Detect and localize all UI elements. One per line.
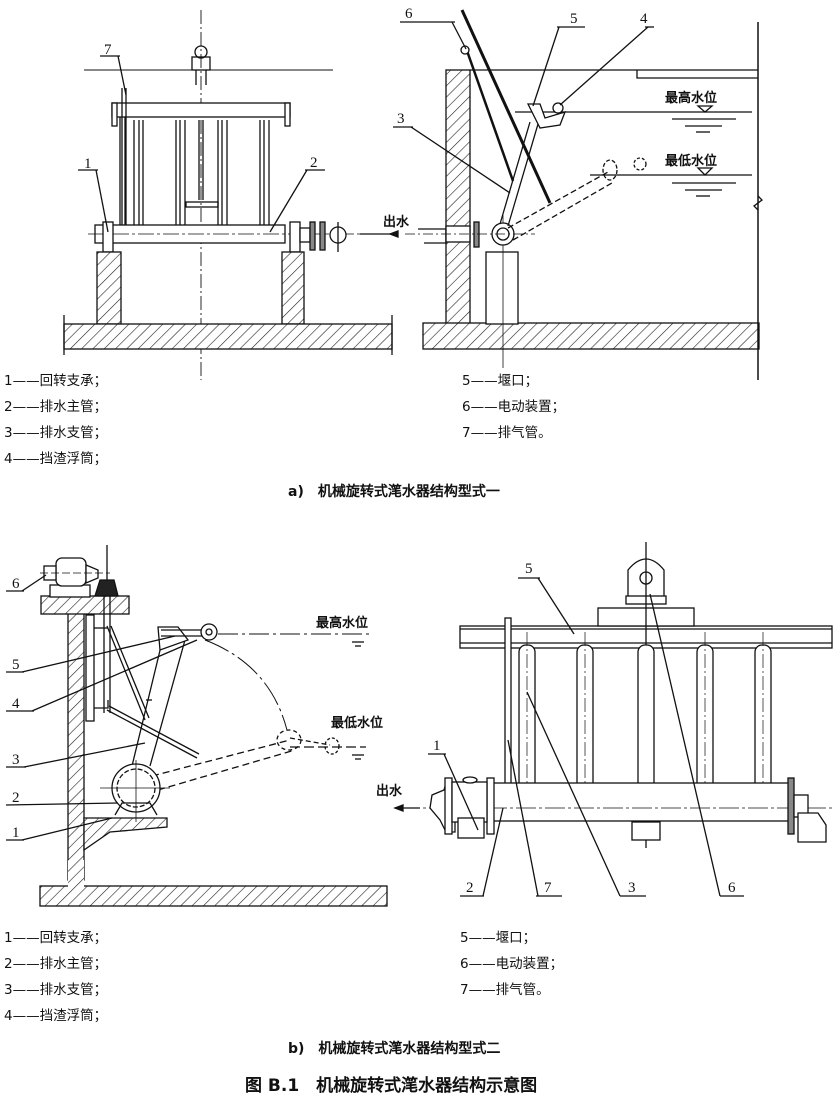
legend-a-left: 1——回转支承； 2——排水主管； 3——排水支管； 4——挡渣浮筒； xyxy=(4,368,107,472)
label-b-5: 5 xyxy=(12,657,20,673)
label-b-4: 4 xyxy=(12,696,20,712)
label-b-front-2: 2 xyxy=(466,880,474,896)
label-a-5: 5 xyxy=(570,11,578,27)
diagram-b-front-view xyxy=(400,542,833,897)
legend-b-right: 5——堰口； 6——电动装置； 7——排气管。 xyxy=(460,925,563,1003)
label-b-1: 1 xyxy=(12,825,20,841)
label-b-front-1: 1 xyxy=(433,738,441,754)
label-a-1: 1 xyxy=(84,156,92,172)
label-a-2: 2 xyxy=(310,155,318,171)
caption-a: a) 机械旋转式滗水器结构型式一 xyxy=(288,484,500,500)
label-a-6: 6 xyxy=(405,6,413,22)
label-b-front-6: 6 xyxy=(728,880,736,896)
legend-a-right: 5——堰口； 6——电动装置； 7——排气管。 xyxy=(462,368,565,446)
max-water-level-b: 最高水位 xyxy=(316,615,368,631)
label-b-6: 6 xyxy=(12,576,20,592)
max-water-level-a: 最高水位 xyxy=(665,90,717,106)
legend-a-item-5: 5——堰口； xyxy=(462,373,539,389)
legend-b-item-6: 6——电动装置； xyxy=(460,956,564,972)
legend-a-item-7: 7——排气管。 xyxy=(462,425,552,441)
legend-b-item-2: 2——排水主管； xyxy=(4,956,108,972)
legend-a-item-2: 2——排水主管； xyxy=(4,399,108,415)
figure-title: 图 B.1 机械旋转式滗水器结构示意图 xyxy=(245,1076,538,1096)
label-a-7: 7 xyxy=(104,42,112,58)
label-b-front-5: 5 xyxy=(525,561,533,577)
outflow-label-b: 出水 xyxy=(376,783,403,799)
legend-a-item-4: 4——挡渣浮筒； xyxy=(4,451,108,467)
legend-a-item-1: 1——回转支承； xyxy=(4,373,108,389)
label-b-2: 2 xyxy=(12,790,20,806)
legend-b-item-7: 7——排气管。 xyxy=(460,982,550,998)
label-b-3: 3 xyxy=(12,752,20,768)
legend-b-item-1: 1——回转支承； xyxy=(4,930,108,946)
legend-a-item-6: 6——电动装置； xyxy=(462,399,566,415)
caption-b: b) 机械旋转式滗水器结构型式二 xyxy=(288,1041,501,1057)
diagram-a-front-view xyxy=(63,10,399,380)
legend-b-item-5: 5——堰口； xyxy=(460,930,537,946)
label-a-3: 3 xyxy=(397,111,405,127)
diagram-a-side-view xyxy=(393,9,763,380)
outflow-label-a: 出水 xyxy=(383,214,410,230)
legend-b-item-3: 3——排水支管； xyxy=(4,982,108,998)
legend-b-left: 1——回转支承； 2——排水主管； 3——排水支管； 4——挡渣浮筒； xyxy=(4,925,107,1029)
legend-b-item-4: 4——挡渣浮筒； xyxy=(4,1008,108,1024)
label-a-4: 4 xyxy=(640,11,648,27)
label-b-front-7: 7 xyxy=(544,880,552,896)
diagram-b-side-view xyxy=(5,545,420,907)
legend-a-item-3: 3——排水支管； xyxy=(4,425,108,441)
min-water-level-b: 最低水位 xyxy=(331,715,383,731)
min-water-level-a: 最低水位 xyxy=(665,153,717,169)
label-b-front-3: 3 xyxy=(628,880,636,896)
